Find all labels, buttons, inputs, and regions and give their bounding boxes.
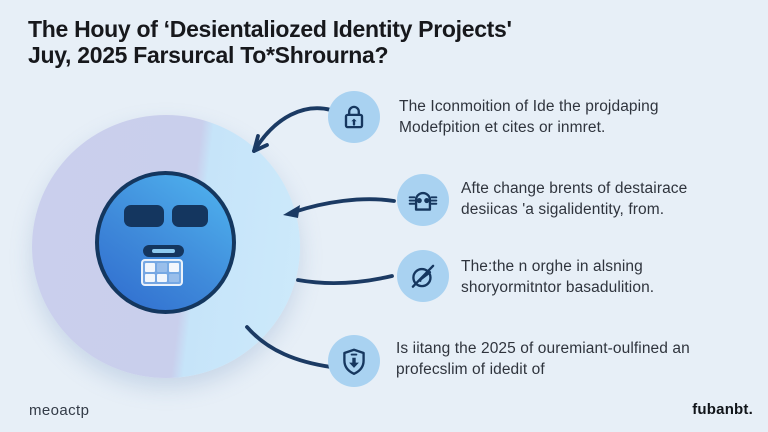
identity-sphere-graphic	[32, 115, 300, 378]
bullet-1-line-1: The Iconmoition of Ide the projdaping	[399, 98, 659, 115]
bullet-4-text: Is iitang the 2025 of ouremiant-oulfined…	[396, 338, 690, 380]
head-plug-icon	[397, 174, 449, 226]
bullet-3-text: The:the n orghe in alsning shoryormitnto…	[461, 256, 654, 298]
lock-icon	[328, 91, 380, 143]
crossed-circle-icon	[397, 250, 449, 302]
bullet-3-line-1: The:the n orghe in alsning	[461, 258, 643, 275]
arrow-to-bullet-1	[254, 106, 333, 150]
calendar-grid-icon	[141, 259, 183, 286]
bullet-2-text: Afte change brents of destairace desiica…	[461, 178, 687, 220]
right-eye-shape	[172, 205, 208, 227]
bullet-2-line-1: Afte change brents of destairace	[461, 180, 688, 197]
bullet-4-line-2: profecslim of idedit of	[396, 361, 545, 378]
page-title: The Houy of ‘Desientaliozed Identity Pro…	[28, 16, 512, 68]
face-circle	[95, 171, 236, 314]
footer-left-logo: meoactp	[29, 402, 90, 419]
bullet-2-line-2: desiicas 'a sigalidentity, from.	[461, 201, 665, 218]
title-line-2: Juy, 2025 Farsurcal To*Shrourna?	[28, 42, 389, 68]
arrow-to-bullet-3	[296, 274, 394, 285]
arrow-to-bullet-2	[292, 197, 396, 214]
title-line-1: The Houy of ‘Desientaliozed Identity Pro…	[28, 16, 512, 42]
bullet-1-line-2: Modefpition et cites or inmret.	[399, 119, 606, 136]
bullet-4-line-1: Is iitang the 2025 of ouremiant-oulfined…	[396, 340, 690, 357]
left-eye-shape	[124, 205, 164, 227]
bullet-1-text: The Iconmoition of Ide the projdaping Mo…	[399, 96, 659, 138]
footer-right-logo: fubanbt.	[692, 401, 753, 418]
mouth-highlight	[152, 249, 175, 253]
shield-download-icon	[328, 335, 380, 387]
mouth-shape	[143, 245, 184, 257]
bullet-3-line-2: shoryormitntor basadulition.	[461, 279, 655, 296]
